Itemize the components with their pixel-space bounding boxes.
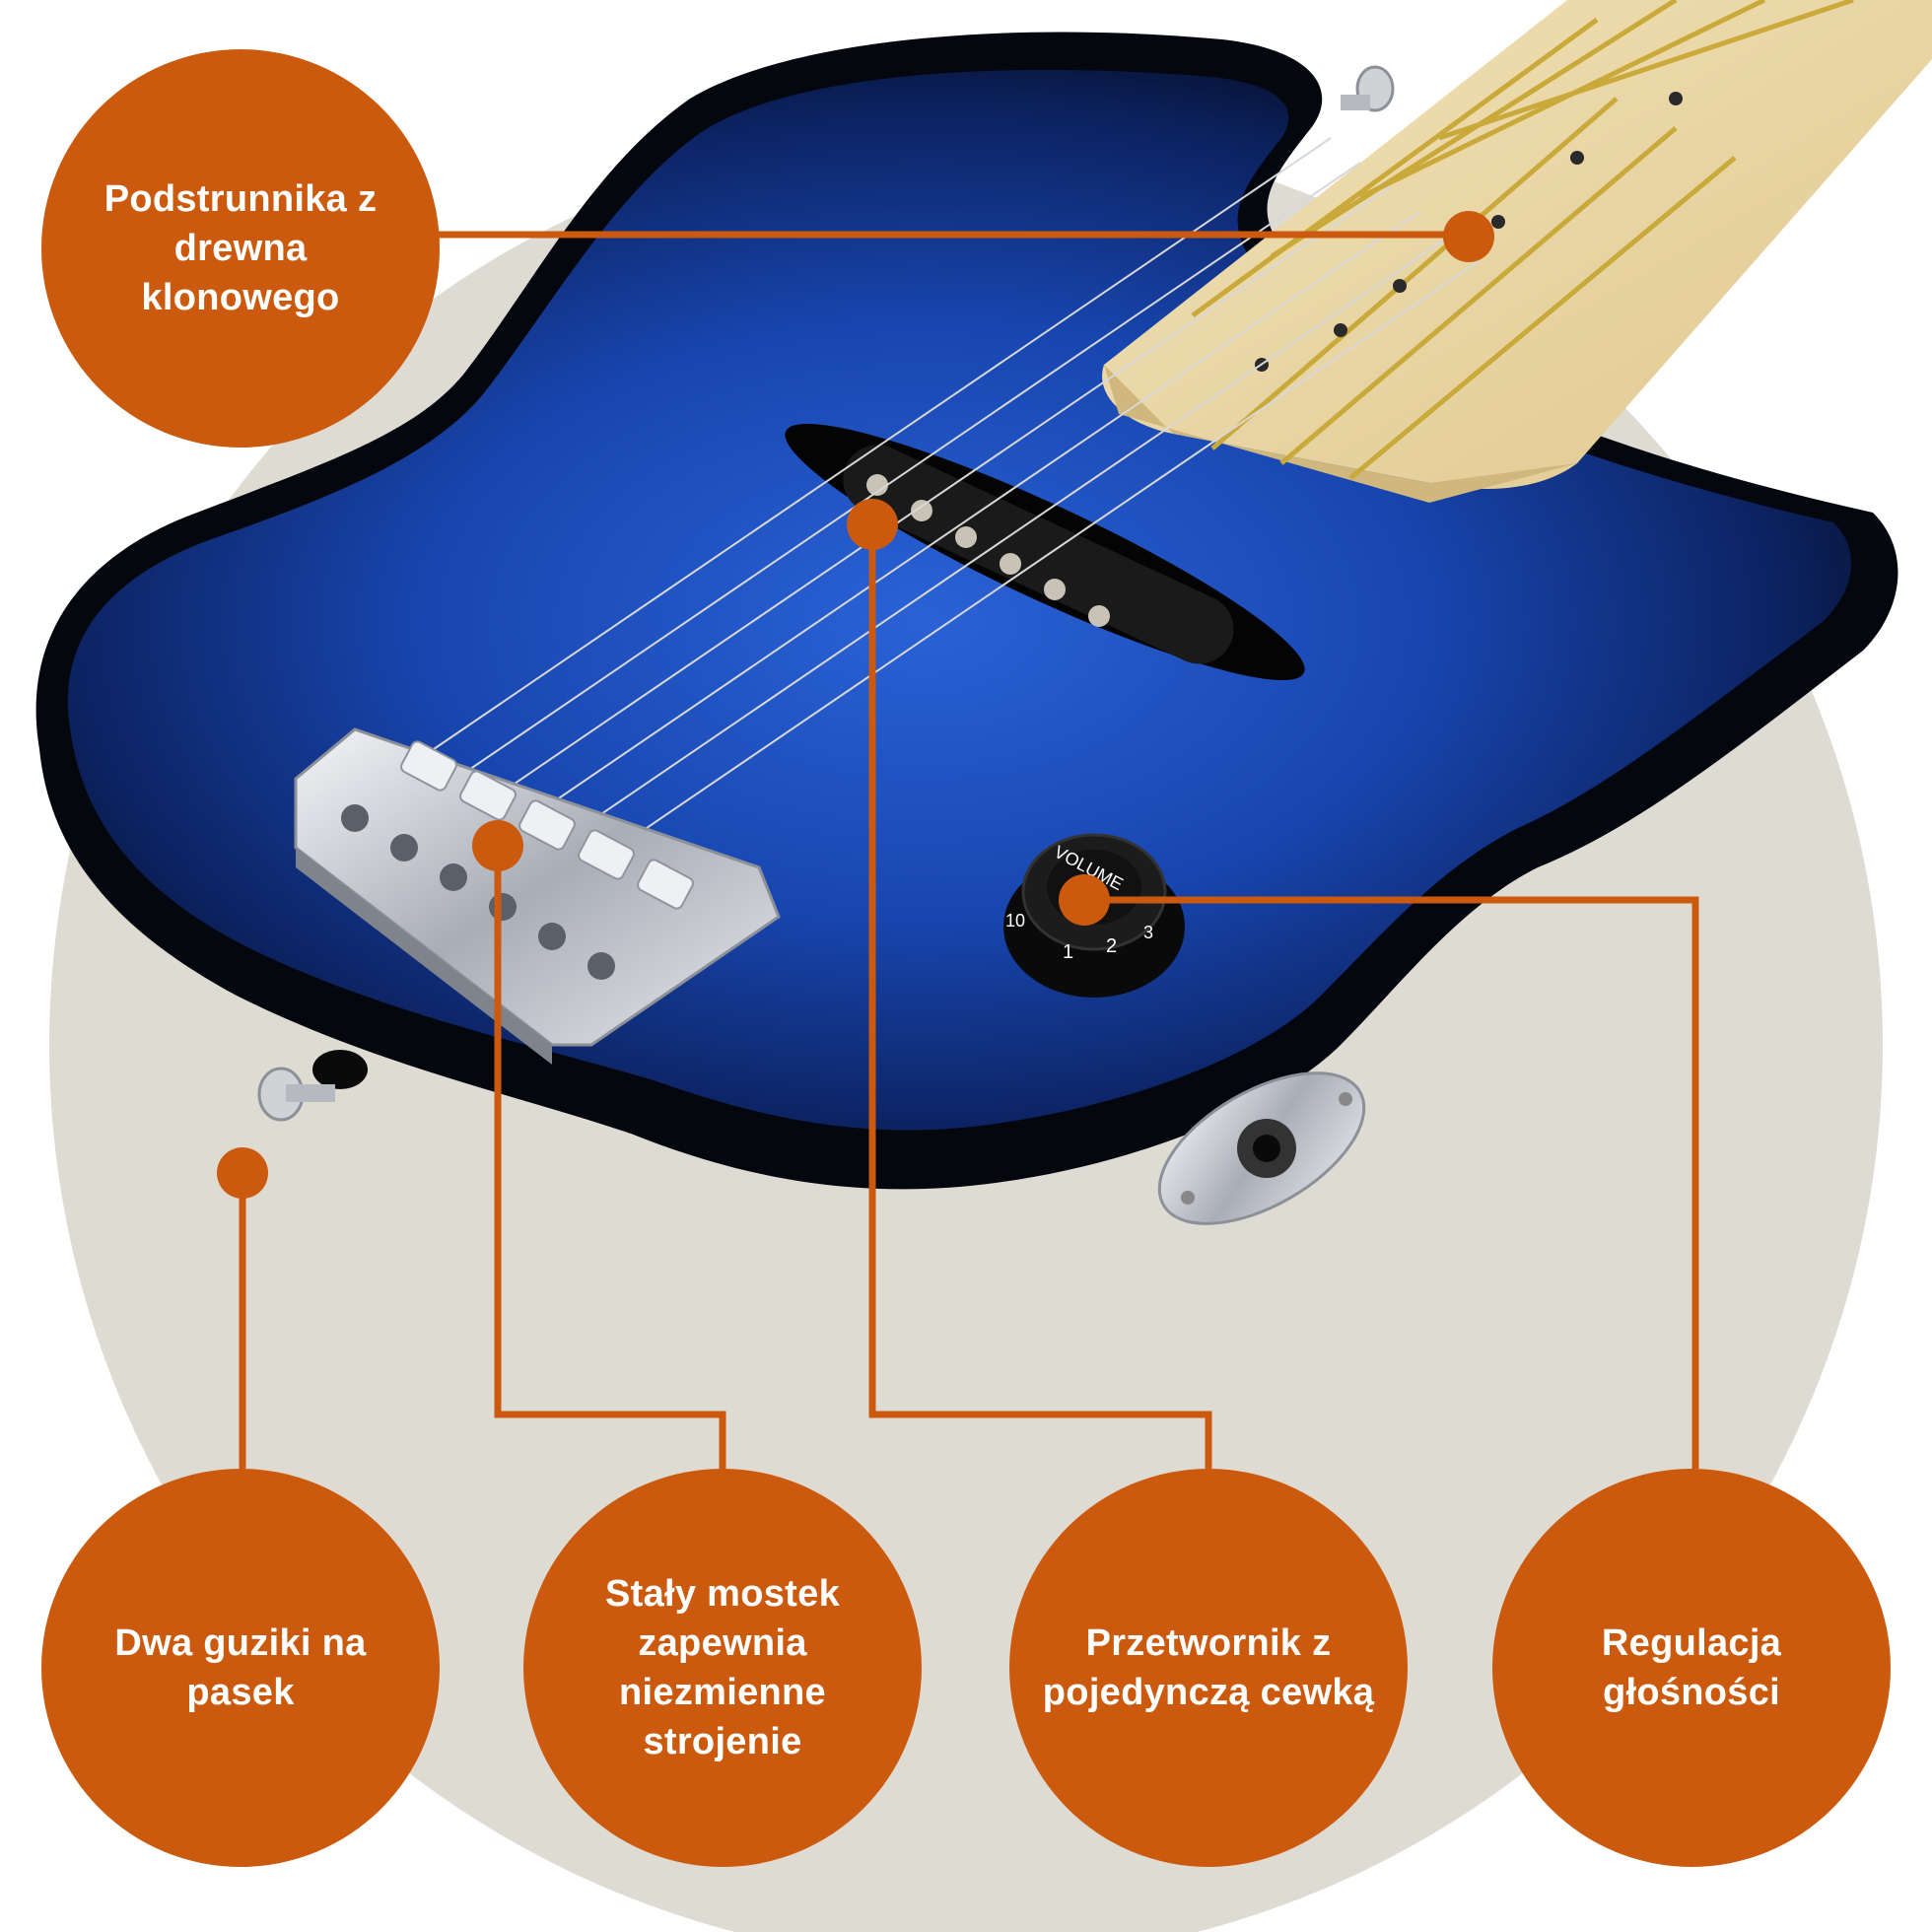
- fixed-bridge: [294, 727, 781, 1065]
- strap-button-top: [1341, 65, 1395, 112]
- single-coil-pickup: [843, 445, 1234, 664]
- callout-pickup-text: Przetwornik z pojedynczą cewką: [1042, 1622, 1375, 1713]
- leader-pickup: [868, 524, 1212, 1469]
- strap-button-bottom: [257, 1050, 368, 1122]
- strings: [433, 137, 1480, 873]
- leader-volume: [1084, 896, 1699, 1469]
- callout-strap-buttons-text: Dwa guziki na pasek: [114, 1622, 367, 1713]
- callout-volume-text: Regulacja głośności: [1601, 1622, 1782, 1713]
- fret-wires: [1191, 0, 1854, 480]
- leader-lines: [239, 231, 1699, 1469]
- callout-bridge-text: Stały mostek zapewnia niezmienne strojen…: [604, 1572, 841, 1763]
- callout-pickup: Przetwornik z pojedynczą cewką: [1009, 1469, 1408, 1867]
- knob-scale-10: 10: [1005, 911, 1025, 931]
- knob-scale-3: 3: [1143, 923, 1153, 942]
- neck-end: [1104, 365, 1577, 503]
- leader-dots: [217, 211, 1494, 1199]
- knob-scale-2: 2: [1106, 935, 1117, 957]
- callout-strap-buttons: Dwa guziki na pasek: [41, 1469, 440, 1867]
- output-jack: [1157, 1071, 1366, 1225]
- callout-volume: Regulacja głośności: [1492, 1469, 1891, 1867]
- knob-scale-1: 1: [1063, 941, 1073, 963]
- pickup-pole-pieces: [866, 474, 1110, 627]
- callout-fretboard-text: Podstrunnika z drewna klonowego: [104, 177, 378, 319]
- callout-bridge: Stały mostek zapewnia niezmienne strojen…: [523, 1469, 922, 1867]
- leader-bridge: [494, 846, 726, 1469]
- callout-fretboard: Podstrunnika z drewna klonowego: [41, 49, 440, 448]
